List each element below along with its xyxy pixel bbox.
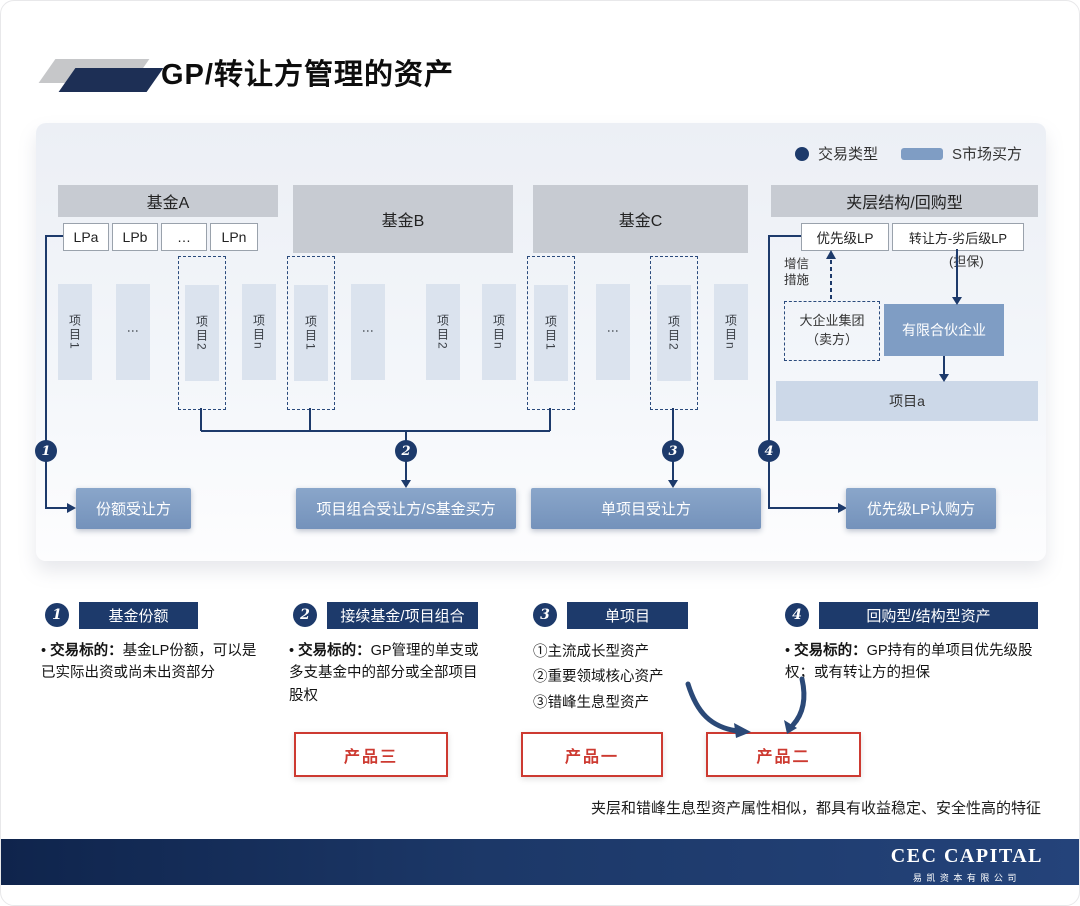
fund-b-header: 基金B	[293, 185, 513, 253]
category-1-lead: 交易标的：	[50, 643, 123, 659]
category-1-text: • 交易标的：基金LP份额，可以是已实际出资或尚未出资部分	[41, 640, 259, 685]
lp-box-ellipsis: …	[161, 223, 207, 251]
project-label: 项目1	[58, 284, 92, 380]
project-label: ⋮	[596, 284, 630, 380]
transaction-type-dot-icon	[794, 146, 809, 161]
logo-text: CEC CAPITAL	[890, 845, 1043, 867]
txn-1-badge: 1	[35, 440, 57, 462]
buyer-priority-lp-subscriber: 优先级LP认购方	[846, 488, 996, 529]
product-three-box: 产品三	[294, 732, 448, 777]
seller-group-line1: 大企业集团	[799, 313, 865, 329]
lp-box-lpb: LPb	[112, 223, 158, 251]
buyer-portfolio-transferee: 项目组合受让方/S基金买方	[296, 488, 516, 529]
project-label: 项目n	[242, 284, 276, 380]
category-4-header: 回购型/结构型资产	[819, 602, 1038, 629]
category-2-badge: 2	[293, 603, 317, 627]
bullet: •	[41, 643, 47, 659]
category-3-text: ①主流成长型资产 ②重要领域核心资产 ③错峰生息型资产	[533, 640, 703, 716]
txn-4-badge: 4	[758, 440, 780, 462]
category-2-lead: 交易标的：	[298, 643, 371, 659]
category-4-text: • 交易标的：GP持有的单项目优先级股权；或有转让方的担保	[785, 640, 1041, 685]
txn-2-badge: 2	[395, 440, 417, 462]
guarantee-label: (担保)	[949, 254, 984, 269]
fund-b-project-n: 项目n	[476, 256, 522, 408]
category-3-item-2: ②重要领域核心资产	[533, 669, 664, 686]
project-label: 项目1	[534, 285, 568, 381]
category-1-header: 基金份额	[79, 602, 198, 629]
bullet: •	[785, 643, 791, 659]
project-a-box: 项目a	[776, 381, 1038, 421]
product-one-box: 产品一	[521, 732, 663, 777]
title-decoration	[58, 68, 164, 92]
fund-a-project-2-selected: 项目2	[178, 256, 226, 410]
fund-c-header: 基金C	[533, 185, 748, 253]
product-two-box: 产品二	[706, 732, 861, 777]
partnership-box: 有限合伙企业	[884, 304, 1004, 356]
fund-c-project-1-selected: 项目1	[527, 256, 575, 410]
project-label: ⋮	[116, 284, 150, 380]
company-logo: CEC CAPITAL 易凯资本有限公司	[891, 845, 1043, 884]
category-2-header: 接续基金/项目组合	[327, 602, 478, 629]
fund-a-project-dots: ⋮	[110, 256, 156, 408]
project-label: 项目n	[714, 284, 748, 380]
fund-b-project-1-selected: 项目1	[287, 256, 335, 410]
project-label: 项目1	[294, 285, 328, 381]
company-name: 易凯资本有限公司	[912, 873, 1021, 883]
fund-a-header: 基金A	[58, 185, 278, 217]
seller-group-box: 大企业集团 （卖方）	[784, 301, 880, 361]
category-3-item-3: ③错峰生息型资产	[533, 694, 649, 711]
category-4-badge: 4	[785, 603, 809, 627]
legend: 交易类型 S市场买方	[794, 143, 1022, 164]
category-2-body: GP管理的单支或多支基金中的部分或全部项目股权	[289, 643, 479, 704]
bottom-note: 夹层和错峰生息型资产属性相似，都具有收益稳定、安全性高的特征	[590, 800, 1041, 817]
category-4-body: GP持有的单项目优先级股权；或有转让方的担保	[785, 643, 1033, 682]
page-title: GP/转让方管理的资产	[161, 59, 454, 91]
category-2-text: • 交易标的：GP管理的单支或多支基金中的部分或全部项目股权	[289, 640, 491, 707]
fund-c-project-dots: ⋮	[590, 256, 636, 408]
credit-enhancement-label: 增信措施	[784, 257, 810, 287]
legend-s-market-buyer-label: S市场买方	[951, 146, 1022, 163]
buyer-share-transferee: 份额受让方	[76, 488, 191, 529]
legend-transaction-type-label: 交易类型	[817, 146, 878, 163]
project-label: 项目2	[426, 284, 460, 380]
s-market-buyer-bar-icon	[900, 147, 943, 160]
category-1-badge: 1	[45, 603, 69, 627]
mezzanine-header: 夹层结构/回购型	[771, 185, 1038, 217]
priority-lp-box: 优先级LP	[801, 223, 889, 251]
fund-a-project-1: 项目1	[52, 256, 98, 408]
project-label: 项目2	[185, 285, 219, 381]
footer-bar	[1, 839, 1079, 885]
fund-c-project-2-selected: 项目2	[650, 256, 698, 410]
txn-3-badge: 3	[662, 440, 684, 462]
category-3-badge: 3	[533, 603, 557, 627]
seller-group-line2: （卖方）	[805, 332, 858, 347]
buyer-single-project-transferee: 单项目受让方	[531, 488, 761, 529]
lp-box-lpa: LPa	[63, 223, 109, 251]
subordinate-lp-box: 转让方-劣后级LP	[892, 223, 1024, 251]
project-label: 项目2	[657, 285, 691, 381]
category-4-lead: 交易标的：	[794, 643, 867, 659]
category-3-header: 单项目	[567, 602, 688, 629]
project-label: 项目n	[482, 284, 516, 380]
fund-a-project-n: 项目n	[236, 256, 282, 408]
bullet: •	[289, 643, 295, 659]
category-3-item-1: ①主流成长型资产	[533, 644, 649, 660]
fund-c-project-n: 项目n	[708, 256, 754, 408]
diagram-panel: 交易类型 S市场买方 基金A LPa LPb … LPn 基金B 基金C 夹层结…	[35, 123, 1046, 561]
lp-box-lpn: LPn	[210, 223, 258, 251]
fund-b-project-2: 项目2	[420, 256, 466, 408]
category-1-body: 基金LP份额，可以是已实际出资或尚未出资部分	[41, 643, 257, 682]
project-label: ⋮	[351, 284, 385, 380]
fund-b-project-dots: ⋮	[345, 256, 391, 408]
